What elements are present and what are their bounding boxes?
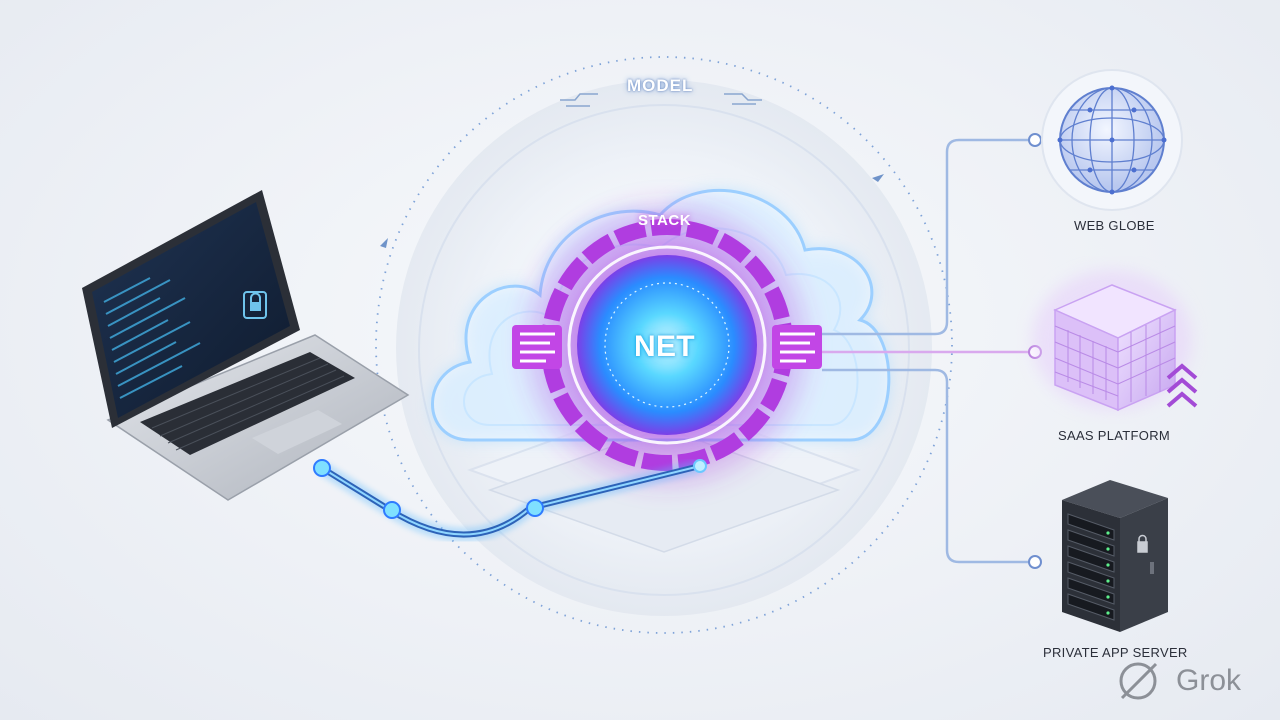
server-icon xyxy=(1062,480,1168,632)
data-pipe-highlight xyxy=(321,465,701,536)
circuit-ornament-left xyxy=(560,93,598,107)
connector-web xyxy=(822,138,1035,336)
code-lines xyxy=(103,277,201,399)
inner-halo-ring xyxy=(418,104,910,596)
circuit-ornament-right xyxy=(724,93,762,105)
dotted-orbit-ring xyxy=(375,56,953,634)
cloud-label: STACK xyxy=(638,212,692,229)
laptop-screen xyxy=(92,202,290,418)
ring-label: MODEL xyxy=(627,76,694,95)
core-label: NET xyxy=(634,330,695,363)
port-server xyxy=(1028,555,1042,569)
port-web xyxy=(1028,133,1042,147)
right-data-panel xyxy=(772,325,822,369)
pipe-node-1 xyxy=(313,459,331,477)
node-label-private-app-server: PRIVATE APP SERVER xyxy=(1043,645,1188,660)
core-ring-white xyxy=(567,245,767,445)
pipe-node-2 xyxy=(383,501,401,519)
connector-lines xyxy=(822,138,1035,564)
laptop-icon xyxy=(82,190,410,501)
left-data-panel xyxy=(512,325,562,369)
server-lock-icon xyxy=(1137,534,1148,553)
arrow-marker-left xyxy=(380,238,388,248)
core-inner-ring xyxy=(604,282,730,408)
lock-icon xyxy=(243,291,267,319)
chevron-up-icon xyxy=(1166,363,1198,408)
pipe-node-3 xyxy=(526,499,544,517)
globe-icon xyxy=(1041,69,1183,211)
watermark-text: Grok xyxy=(1176,664,1242,697)
connector-server xyxy=(822,368,1035,564)
arrow-marker-right xyxy=(872,174,884,182)
node-label-saas-platform: SAAS PLATFORM xyxy=(1058,428,1171,443)
grok-logo-icon xyxy=(1119,662,1158,700)
core-disc xyxy=(577,255,757,435)
node-label-web-globe: WEB GLOBE xyxy=(1074,218,1155,233)
cube-icon xyxy=(1032,270,1198,412)
pipe-node-4 xyxy=(693,459,707,473)
